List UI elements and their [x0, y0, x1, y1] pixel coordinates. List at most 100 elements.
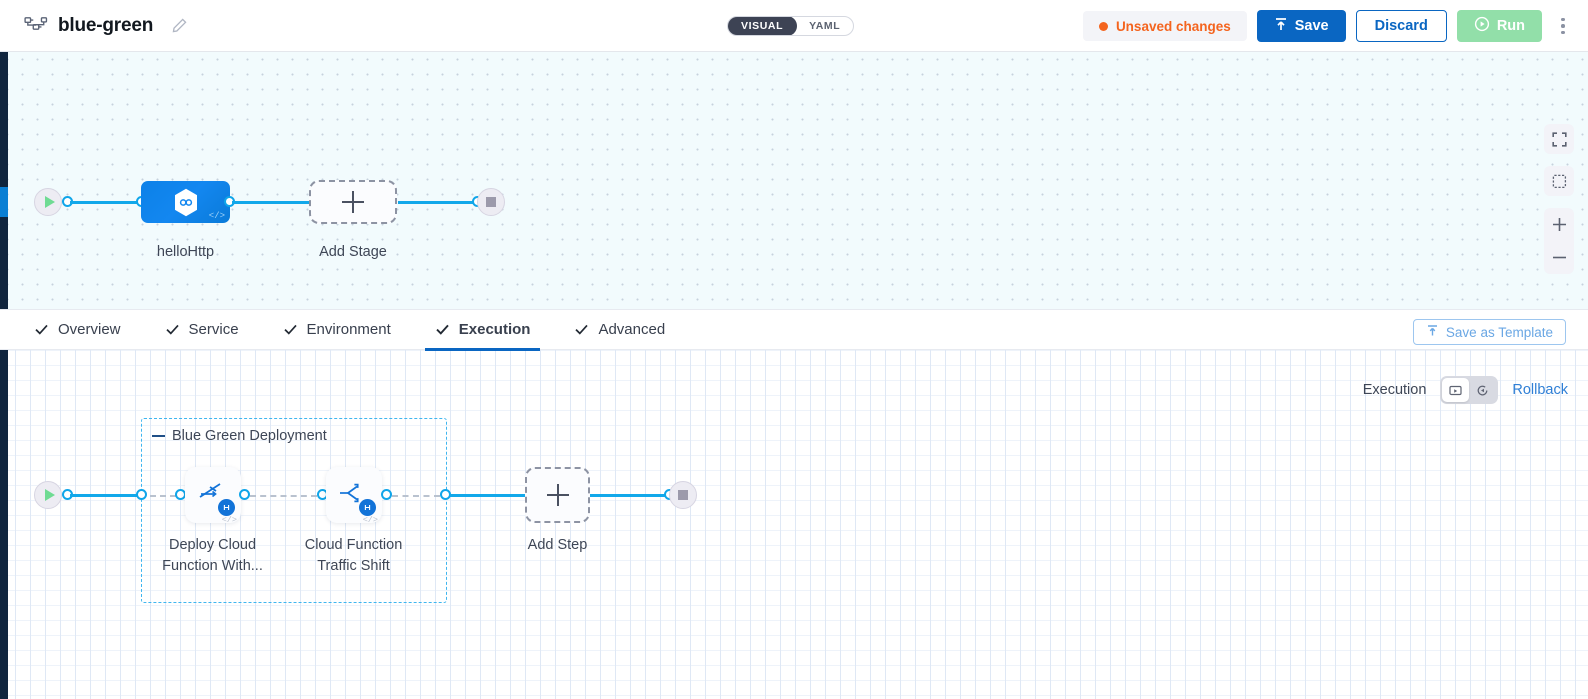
- zoom-in-icon[interactable]: [1544, 208, 1574, 241]
- stage-start-node[interactable]: [34, 188, 62, 216]
- tab-service[interactable]: Service: [143, 309, 261, 350]
- rollback-link[interactable]: Rollback: [1512, 382, 1568, 398]
- add-stage-button[interactable]: [309, 180, 397, 224]
- left-edge-highlight: [0, 187, 8, 217]
- stage-node-label: helloHttp: [156, 244, 215, 260]
- plus-icon: [546, 484, 569, 506]
- fullscreen-icon[interactable]: [1544, 124, 1574, 154]
- tab-environment[interactable]: Environment: [261, 309, 413, 350]
- header-left: blue-green: [0, 15, 188, 37]
- add-stage-label: Add Stage: [319, 244, 387, 260]
- stage-code-badge-icon: </>: [208, 211, 225, 221]
- run-play-icon: [1474, 16, 1490, 36]
- run-button[interactable]: Run: [1456, 10, 1542, 42]
- upload-template-icon: [1426, 324, 1439, 340]
- stop-square-icon: [678, 490, 688, 500]
- tab-advanced-label: Advanced: [598, 321, 666, 338]
- config-tabs: Overview Service Environment Execution A…: [0, 309, 1588, 351]
- tab-overview-label: Overview: [58, 321, 121, 338]
- plus-icon: [342, 191, 364, 213]
- save-button-label: Save: [1294, 18, 1329, 34]
- execution-edge-3: [590, 494, 670, 497]
- traffic-shift-icon: [338, 480, 370, 511]
- page-title: blue-green: [58, 14, 154, 36]
- cloud-function-hexagon-icon: [173, 188, 199, 217]
- unsaved-changes-label: Unsaved changes: [1115, 18, 1231, 34]
- step-node-cloud-function-traffic-shift[interactable]: </>: [326, 467, 382, 525]
- execution-canvas[interactable]: Execution Rollback: [0, 350, 1588, 699]
- left-edge-strip-bottom: [0, 350, 8, 699]
- step-code-badge-icon: </>: [221, 515, 237, 525]
- execution-end-node[interactable]: [669, 481, 697, 509]
- save-button[interactable]: Save: [1256, 10, 1346, 42]
- zoom-controls: [1544, 208, 1574, 274]
- execution-edge-1: [70, 494, 143, 497]
- mode-visual-option[interactable]: VISUAL: [728, 17, 798, 35]
- tab-service-label: Service: [188, 321, 239, 338]
- step-group-title-label: Blue Green Deployment: [172, 428, 327, 444]
- execution-label: Execution: [1362, 382, 1427, 398]
- step-label-deploy-cloud-function: Deploy Cloud Function With...: [162, 537, 263, 574]
- rollback-steps-icon[interactable]: [1469, 378, 1496, 402]
- execution-dash-2: [250, 495, 317, 497]
- step2-out-port[interactable]: [381, 489, 392, 500]
- stage-node-helloHttp[interactable]: </>: [141, 181, 230, 223]
- stage-canvas[interactable]: </> helloHttp Add Stage: [0, 52, 1588, 309]
- pencil-icon[interactable]: [163, 17, 188, 34]
- check-icon: [575, 324, 589, 335]
- pipeline-nodes-icon: [24, 16, 48, 36]
- add-step-label: Add Step: [527, 537, 588, 553]
- stage-end-node[interactable]: [477, 188, 505, 216]
- fit-to-screen-icon[interactable]: [1544, 166, 1574, 196]
- step-badge-icon: [359, 499, 376, 516]
- play-triangle-icon: [44, 489, 55, 501]
- header-actions: Unsaved changes Save Discard Ru: [1082, 0, 1574, 52]
- execution-rollback-switch: Execution Rollback: [1363, 376, 1568, 404]
- zoom-out-icon[interactable]: [1544, 241, 1574, 274]
- tab-advanced[interactable]: Advanced: [552, 309, 687, 350]
- execution-start-node[interactable]: [34, 481, 62, 509]
- canvas-controls: [1544, 124, 1574, 274]
- step-badge-icon: [218, 499, 235, 516]
- app-header: blue-green VISUAL YAML Unsaved changes: [0, 0, 1588, 52]
- execution-mode-toggle[interactable]: [1440, 376, 1499, 404]
- stage-edge-3: [398, 201, 478, 204]
- check-icon: [283, 324, 297, 335]
- save-upload-icon: [1274, 17, 1288, 36]
- stage-edge-1: [70, 201, 143, 204]
- play-triangle-icon: [44, 196, 55, 208]
- step1-out-port[interactable]: [239, 489, 250, 500]
- check-icon: [436, 324, 449, 335]
- check-icon: [35, 324, 48, 335]
- step-code-badge-icon: </>: [362, 515, 378, 525]
- step-group-blue-green-deployment[interactable]: [141, 418, 447, 603]
- check-icon: [165, 324, 179, 335]
- unsaved-changes-badge: Unsaved changes: [1082, 11, 1247, 41]
- step-node-deploy-cloud-function[interactable]: </>: [185, 467, 241, 525]
- execution-edge-2: [450, 494, 525, 497]
- step-group-title[interactable]: Blue Green Deployment: [152, 428, 327, 444]
- discard-button[interactable]: Discard: [1355, 10, 1447, 42]
- stage-edge-2: [232, 201, 310, 204]
- deploy-cloud-function-icon: [196, 479, 230, 512]
- mode-toggle[interactable]: VISUAL YAML: [727, 16, 855, 36]
- stop-square-icon: [486, 197, 496, 207]
- kebab-menu-icon[interactable]: [1552, 10, 1574, 42]
- unsaved-dot-icon: [1098, 21, 1108, 31]
- collapse-dash-icon[interactable]: [152, 434, 165, 438]
- group-in-port[interactable]: [136, 489, 147, 500]
- mode-yaml-option[interactable]: YAML: [809, 20, 841, 32]
- left-edge-strip-top: [0, 52, 8, 309]
- execution-dash-3: [392, 495, 440, 497]
- tab-execution-label: Execution: [458, 321, 531, 338]
- execution-dash-1: [150, 495, 176, 497]
- tab-environment-label: Environment: [306, 321, 391, 338]
- save-as-template-label: Save as Template: [1445, 324, 1553, 340]
- step-label-traffic-shift: Cloud Function Traffic Shift: [304, 537, 403, 574]
- run-button-label: Run: [1496, 18, 1525, 34]
- add-step-button[interactable]: [525, 467, 590, 523]
- execution-steps-icon[interactable]: [1442, 378, 1470, 402]
- tab-overview[interactable]: Overview: [12, 309, 143, 350]
- save-as-template-button[interactable]: Save as Template: [1412, 319, 1566, 345]
- tab-execution[interactable]: Execution: [413, 309, 553, 351]
